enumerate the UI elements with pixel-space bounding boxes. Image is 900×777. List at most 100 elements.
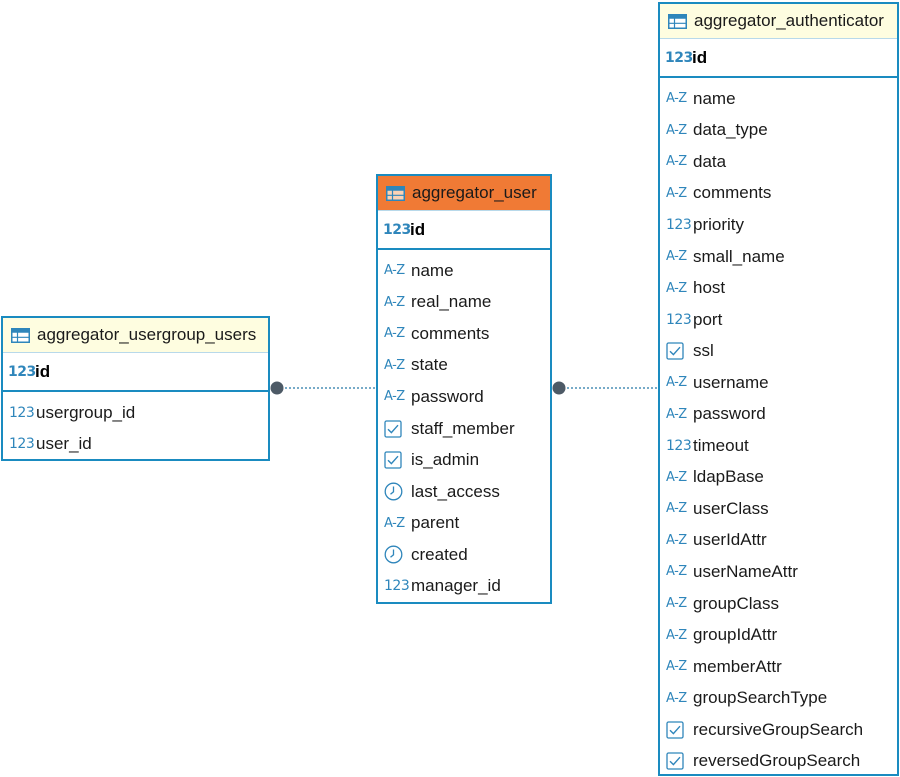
clock-icon [384,482,408,501]
text-type-icon: A-Z [666,690,687,706]
text-type-icon: A-Z [666,249,687,264]
column-row[interactable]: reversedGroupSearch [660,745,897,777]
column-name: password [693,404,766,424]
text-type-icon: A-Z [666,280,687,296]
column-row[interactable]: A-Z password [660,398,897,430]
column-name: groupSearchType [693,688,828,708]
column-row[interactable]: A-Z parent [378,507,550,539]
number-type-icon: 123 [666,216,692,233]
column-row[interactable]: A-Z small_name [660,241,897,273]
column-row[interactable]: A-Z real_name [378,287,550,319]
column-name: created [411,544,468,564]
checkbox-icon [666,721,690,739]
entity-header[interactable]: aggregator_user [378,176,550,211]
column-row[interactable]: last_access [378,476,550,508]
column-name: timeout [693,435,749,455]
column-name: recursiveGroupSearch [693,719,864,739]
checkbox-icon [666,752,690,770]
column-row[interactable]: staff_member [378,413,550,445]
text-type-icon: A-Z [384,357,405,373]
text-type-icon: A-Z [666,122,687,138]
text-type-icon: A-Z [666,564,687,580]
column-row[interactable]: A-Z groupSearchType [660,682,897,714]
text-type-icon: A-Z [384,326,405,342]
text-type-icon: A-Z [384,263,405,279]
column-name: usergroup_id [36,402,136,422]
entity-header[interactable]: aggregator_usergroup_users [3,318,268,353]
text-type-icon: A-Z [666,406,687,422]
column-row[interactable]: A-Z host [660,272,897,304]
column-row[interactable]: ssl [660,335,897,367]
column-name: is_admin [411,450,480,470]
checkbox-icon [384,451,408,469]
column-name: ldapBase [693,467,764,487]
text-type-icon: A-Z [666,185,687,201]
column-name: port [693,309,723,329]
column-name: real_name [411,292,492,312]
primary-key-row[interactable]: 123 id [660,39,897,78]
text-type-icon: A-Z [666,532,687,548]
text-type-icon: A-Z [384,294,405,310]
column-name: groupIdAttr [693,625,778,645]
text-type-icon: A-Z [384,515,405,531]
text-type-icon: A-Z [666,91,687,107]
column-row[interactable]: A-Z userIdAttr [660,525,897,557]
column-row[interactable]: recursiveGroupSearch [660,714,897,746]
column-name: small_name [693,246,785,266]
primary-key-row[interactable]: 123 id [378,211,550,250]
number-type-icon: 123 [8,363,36,380]
number-type-icon: 123 [666,437,692,454]
column-name: manager_id [411,576,501,596]
column-name: username [693,372,769,392]
number-type-icon: 123 [9,436,35,453]
column-row[interactable]: A-Z username [660,367,897,399]
column-name: parent [411,513,460,533]
column-row[interactable]: A-Z groupIdAttr [660,619,897,651]
connector-dot-usergroup-users [270,381,284,395]
primary-key-name: id [35,361,51,381]
column-name: userIdAttr [693,530,767,550]
entity-title: aggregator_usergroup_users [37,325,257,344]
text-type-icon: A-Z [666,627,687,643]
column-row[interactable]: created [378,539,550,571]
column-name: host [693,278,726,298]
column-name: password [411,386,484,406]
text-type-icon: A-Z [666,596,687,612]
entity-title: aggregator_user [412,183,537,202]
column-name: staff_member [411,418,515,438]
column-name: memberAttr [693,656,782,676]
number-type-icon: 123 [666,311,692,328]
checkbox-icon [666,342,690,360]
entity-header[interactable]: aggregator_authenticator [660,4,897,39]
text-type-icon: A-Z [666,375,687,391]
column-row[interactable]: is_admin [378,444,550,476]
column-name: userClass [693,498,769,518]
primary-key-row[interactable]: 123 id [3,353,268,392]
entity-title: aggregator_authenticator [694,11,884,30]
number-type-icon: 123 [9,404,35,421]
